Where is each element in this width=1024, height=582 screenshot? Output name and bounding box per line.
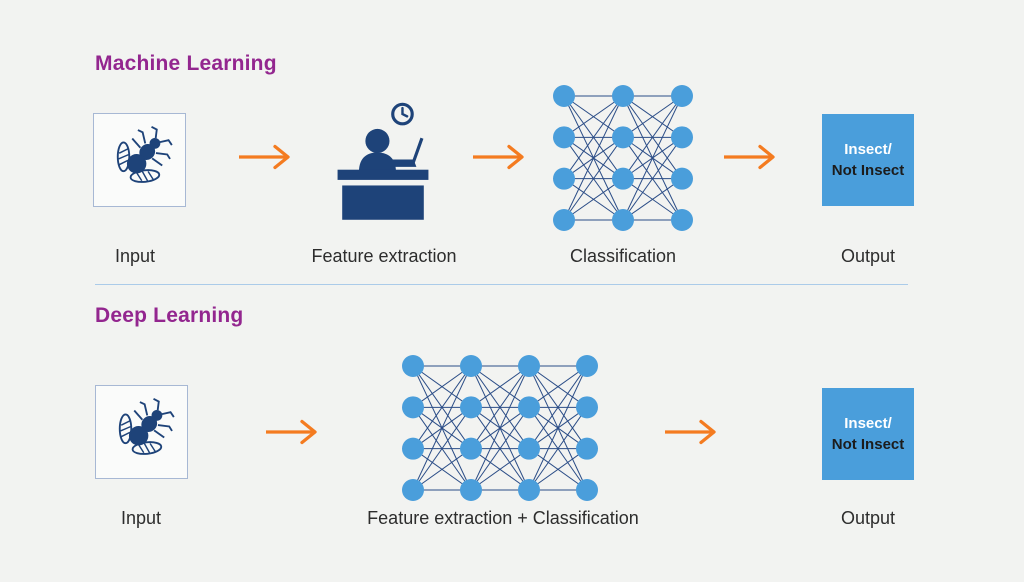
section-divider (95, 284, 908, 285)
ml-output-label: Output (840, 246, 896, 266)
section-title-deep-learning: Deep Learning (95, 304, 244, 327)
dl-input-label: Input (120, 508, 162, 528)
dl-output-box: Insect/ Not Insect (822, 388, 914, 480)
neural-network-icon (553, 85, 693, 231)
ml-output-line1: Insect/ (844, 141, 892, 158)
arrow-right-icon (663, 418, 721, 446)
ml-classification-label: Classification (569, 246, 677, 266)
ml-input-label: Input (114, 246, 156, 266)
analyst-at-desk-icon (332, 98, 434, 221)
arrow-right-icon (237, 143, 295, 171)
bee-icon (106, 396, 178, 468)
ml-output-line2: Not Insect (831, 162, 905, 179)
ml-feature-extraction-label: Feature extraction (311, 246, 457, 266)
dl-input-image-box (95, 385, 188, 479)
ml-input-image-box (93, 113, 186, 207)
arrow-right-icon (264, 418, 322, 446)
dl-combined-label: Feature extraction + Classification (367, 508, 639, 528)
neural-network-icon (402, 355, 598, 501)
dl-output-line1: Insect/ (844, 415, 892, 432)
dl-output-label: Output (840, 508, 896, 528)
ml-output-box: Insect/ Not Insect (822, 114, 914, 206)
arrow-right-icon (471, 143, 529, 171)
section-title-machine-learning: Machine Learning (95, 52, 277, 75)
dl-output-line2: Not Insect (831, 436, 905, 453)
bee-icon (104, 124, 176, 196)
arrow-right-icon (722, 143, 780, 171)
